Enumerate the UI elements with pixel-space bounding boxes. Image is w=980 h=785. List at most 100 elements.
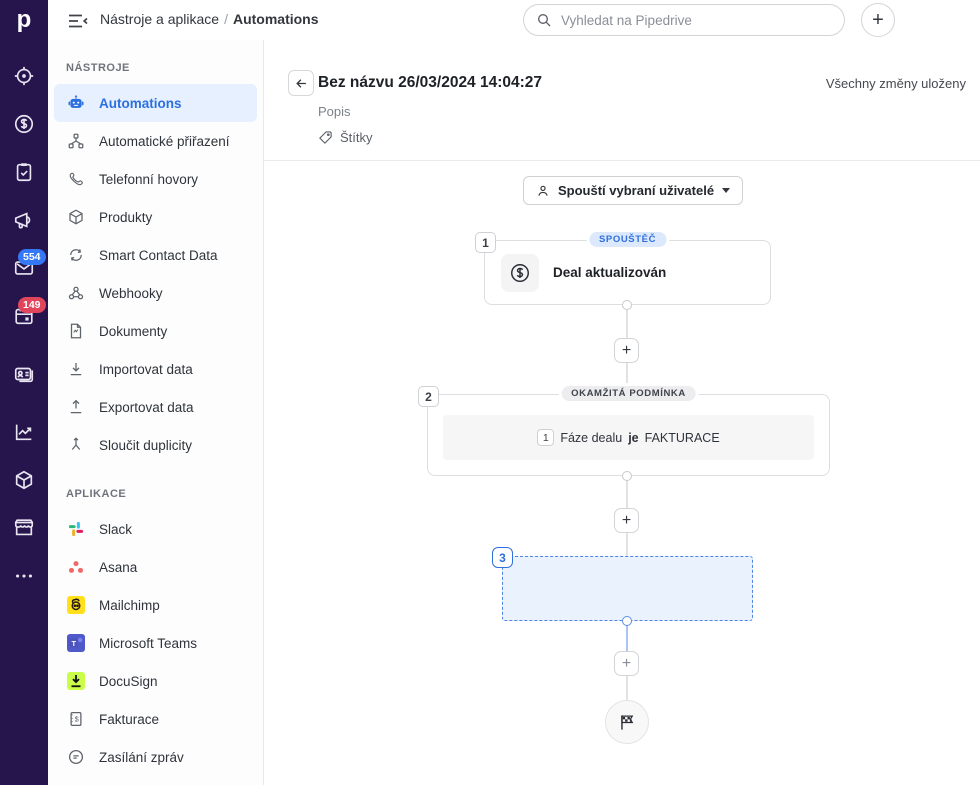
rail-item-products[interactable] [0, 458, 48, 506]
sidebar-item-smart-contact-data[interactable]: Smart Contact Data [54, 236, 257, 274]
import-icon [66, 359, 86, 379]
clipboard-check-icon [13, 161, 35, 188]
sidebar-item-mailchimp[interactable]: Mailchimp [54, 586, 257, 624]
sidebar-item-label: Slack [99, 522, 132, 537]
robot-icon [66, 93, 86, 113]
condition-node[interactable]: 2 OKAMŽITÁ PODMÍNKA 1 Fáze dealu je FAKT… [427, 394, 830, 476]
trigger-node-title: Deal aktualizován [553, 265, 666, 280]
sidebar-item-docusign[interactable]: DocuSign [54, 662, 257, 700]
global-search[interactable] [523, 4, 845, 36]
rail-item-marketplace[interactable] [0, 506, 48, 554]
connector-line [626, 305, 628, 341]
target-icon [13, 65, 35, 92]
mailchimp-icon [66, 595, 86, 615]
add-step-button-3[interactable]: + [614, 651, 639, 676]
sidebar-item-label: Smart Contact Data [99, 248, 218, 263]
sidebar-item-microsoft-teams[interactable]: T Microsoft Teams [54, 624, 257, 662]
webhook-icon [66, 283, 86, 303]
search-icon [536, 12, 552, 28]
sidebar-item-label: Telefonní hovory [99, 172, 198, 187]
connector-dot-selected [622, 616, 632, 626]
sidebar-item-merge-duplicates[interactable]: Sloučit duplicity [54, 426, 257, 464]
save-status: Všechny změny uloženy [826, 76, 966, 91]
tools-sidebar: NÁSTROJE Automations Automatické přiřaze… [48, 40, 264, 785]
sidebar-item-slack[interactable]: Slack [54, 510, 257, 548]
trigger-node[interactable]: 1 SPOUŠTĚČ Deal aktualizován [484, 240, 771, 305]
teams-icon: T [66, 633, 86, 653]
asana-icon [66, 557, 86, 577]
back-button[interactable] [288, 70, 314, 96]
assignment-flow-icon [66, 131, 86, 151]
slack-icon [66, 519, 86, 539]
mail-count-badge: 554 [18, 249, 46, 265]
invoice-icon: $ [66, 709, 86, 729]
topbar: Nástroje a aplikace/Automations + [48, 0, 980, 40]
finish-flag-icon [618, 713, 637, 732]
connector-line [626, 676, 628, 700]
rail-item-campaigns[interactable] [0, 198, 48, 246]
labels-field[interactable]: Štítky [318, 130, 373, 145]
sidebar-item-automatic-assignment[interactable]: Automatické přiřazení [54, 122, 257, 160]
automation-editor: Bez názvu 26/03/2024 14:04:27 Popis Štít… [264, 40, 980, 785]
add-step-button-2[interactable]: + [614, 508, 639, 533]
sidebar-item-label: Fakturace [99, 712, 159, 727]
condition-field: Fáze dealu [560, 431, 622, 445]
add-step-button-1[interactable]: + [614, 338, 639, 363]
rail-item-calendar[interactable]: 149 [0, 294, 48, 342]
description-field[interactable]: Popis [318, 104, 351, 119]
collapse-sidebar-icon[interactable] [66, 9, 90, 33]
cube-icon [66, 207, 86, 227]
messaging-icon [66, 747, 86, 767]
trigger-users-dropdown[interactable]: Spouští vybraní uživatelé [523, 176, 743, 205]
condition-operator: je [628, 431, 638, 445]
sidebar-item-asana[interactable]: Asana [54, 548, 257, 586]
connector-dot [622, 471, 632, 481]
search-input[interactable] [561, 13, 832, 28]
rail-item-contacts[interactable] [0, 352, 48, 400]
connector-dot [622, 300, 632, 310]
export-icon [66, 397, 86, 417]
breadcrumb-current: Automations [233, 11, 319, 27]
sidebar-item-label: Zasílání zpráv [99, 750, 184, 765]
merge-icon [66, 435, 86, 455]
sidebar-item-invoicing[interactable]: $ Fakturace [54, 700, 257, 738]
docusign-icon [66, 671, 86, 691]
node-type-pill: SPOUŠTĚČ [589, 232, 666, 247]
rail-item-deals[interactable] [0, 102, 48, 150]
sidebar-item-export-data[interactable]: Exportovat data [54, 388, 257, 426]
connector-line [626, 476, 628, 511]
rail-item-tasks[interactable] [0, 150, 48, 198]
breadcrumb[interactable]: Nástroje a aplikace/Automations [100, 11, 319, 27]
quick-add-button[interactable]: + [861, 3, 895, 37]
flow-end-node [605, 700, 649, 744]
sidebar-item-messaging[interactable]: Zasílání zpráv [54, 738, 257, 776]
sidebar-item-documents[interactable]: Dokumenty [54, 312, 257, 350]
cube-icon [13, 469, 35, 496]
new-action-node-selected[interactable]: 3 [502, 556, 753, 621]
person-icon [536, 184, 550, 198]
breadcrumb-parent[interactable]: Nástroje a aplikace [100, 11, 219, 27]
rail-item-insights[interactable] [0, 410, 48, 458]
sidebar-item-label: Sloučit duplicity [99, 438, 192, 453]
condition-index-badge: 1 [537, 429, 554, 446]
rail-item-mail[interactable]: 554 [0, 246, 48, 294]
automation-title[interactable]: Bez názvu 26/03/2024 14:04:27 [318, 74, 542, 92]
sidebar-item-label: Webhooky [99, 286, 163, 301]
calendar-count-badge: 149 [18, 297, 46, 313]
megaphone-icon [13, 209, 35, 236]
sync-icon [66, 245, 86, 265]
sidebar-item-automations[interactable]: Automations [54, 84, 257, 122]
pipedrive-logo[interactable]: p [0, 0, 48, 40]
sidebar-item-label: Exportovat data [99, 400, 194, 415]
sidebar-item-products[interactable]: Produkty [54, 198, 257, 236]
sidebar-item-phone-calls[interactable]: Telefonní hovory [54, 160, 257, 198]
sidebar-item-webhooks[interactable]: Webhooky [54, 274, 257, 312]
node-number-badge: 2 [418, 386, 439, 407]
rail-item-more[interactable] [0, 554, 48, 602]
node-number-badge: 3 [492, 547, 513, 568]
chevron-down-icon [722, 188, 730, 193]
sidebar-item-label: Produkty [99, 210, 152, 225]
phone-icon [66, 169, 86, 189]
rail-item-leads[interactable] [0, 54, 48, 102]
sidebar-item-import-data[interactable]: Importovat data [54, 350, 257, 388]
